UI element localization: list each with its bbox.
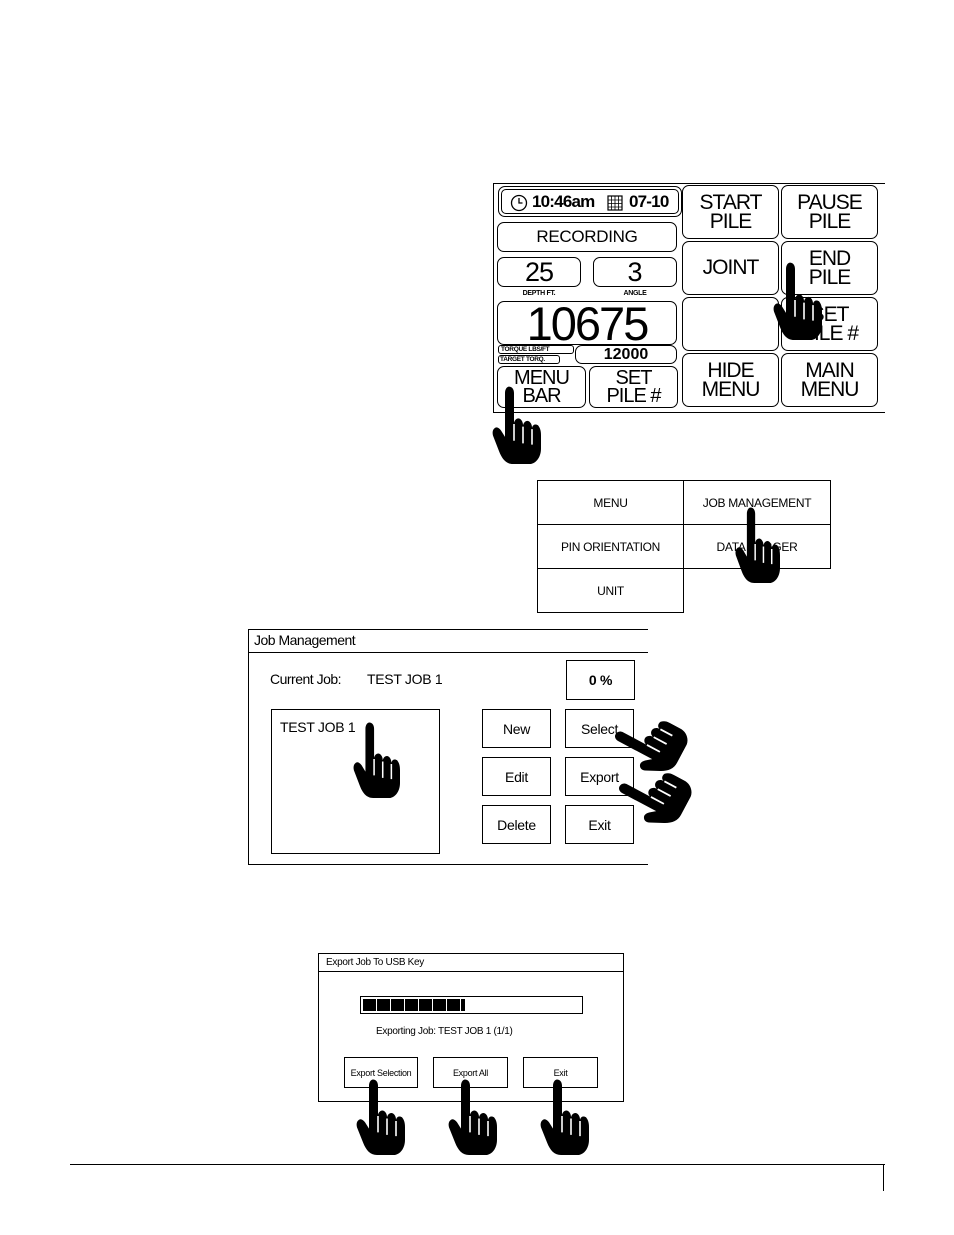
- clock-date-display: 10:46am 07-10: [498, 186, 682, 217]
- pointing-hand-icon: [491, 384, 541, 464]
- target-torque-value: 12000: [575, 345, 677, 364]
- pointing-hand-icon: [447, 1077, 497, 1155]
- job-management-window: Job Management Current Job: TEST JOB 1 0…: [248, 629, 648, 865]
- dialog-title: Export Job To USB Key: [319, 954, 623, 972]
- pointing-hand-icon: [355, 1077, 405, 1155]
- angle-value: 3: [593, 257, 677, 287]
- main-menu-line1: MAIN: [805, 358, 854, 382]
- pointing-hand-icon: [352, 720, 400, 798]
- progress-fill: [363, 999, 465, 1011]
- pause-pile-line1: PAUSE: [797, 190, 863, 214]
- edit-button[interactable]: Edit: [482, 757, 551, 796]
- blank-button[interactable]: [682, 297, 779, 351]
- footer-rule: [70, 1164, 885, 1165]
- menu-item-menu[interactable]: MENU: [537, 480, 684, 525]
- date-text: 07-10: [629, 192, 669, 211]
- footer-tick: [883, 1164, 884, 1191]
- window-title: Job Management: [249, 630, 648, 653]
- start-pile-button[interactable]: START PILE: [682, 185, 779, 239]
- current-job-label: Current Job:: [270, 671, 342, 687]
- set-pile-line2: PILE #: [606, 385, 661, 407]
- progress-percent: 0 %: [566, 660, 635, 700]
- delete-button[interactable]: Delete: [482, 805, 551, 844]
- control-panel: [493, 183, 885, 413]
- export-all-button[interactable]: Export All: [433, 1057, 508, 1088]
- hide-menu-line2: MENU: [701, 378, 761, 401]
- export-selection-button[interactable]: Export Selection: [344, 1057, 418, 1088]
- new-button[interactable]: New: [482, 709, 551, 748]
- end-pile-button[interactable]: END PILE: [781, 241, 878, 295]
- menu-bar-line2: BAR: [522, 385, 561, 407]
- menu-item-unit[interactable]: UNIT: [537, 568, 684, 613]
- job-list[interactable]: TEST JOB 1: [271, 709, 440, 854]
- pause-pile-line2: PILE: [808, 210, 852, 233]
- main-menu-button[interactable]: MAIN MENU: [781, 353, 878, 407]
- joint-button[interactable]: JOINT: [682, 241, 779, 295]
- export-progress-bar: [360, 996, 583, 1014]
- pointing-hand-icon: [772, 260, 822, 340]
- torque-label: TORQUE LBS/FT: [498, 345, 574, 354]
- calendar-icon: [607, 195, 623, 211]
- export-status-text: Exporting Job: TEST JOB 1 (1/1): [376, 1026, 513, 1037]
- end-pile-line2: PILE: [808, 266, 852, 289]
- pointing-hand-icon: [539, 1077, 589, 1155]
- set-pile-line1: SET: [615, 366, 653, 389]
- pointing-hand-icon: [734, 505, 780, 583]
- menu-bar-line1: MENU: [514, 366, 570, 389]
- menu-item-pin-orientation[interactable]: PIN ORIENTATION: [537, 524, 684, 569]
- torque-value: 10675: [497, 297, 677, 350]
- recording-status: RECORDING: [497, 222, 677, 252]
- list-item[interactable]: TEST JOB 1: [280, 719, 356, 735]
- clock-time: 10:46am: [532, 192, 595, 211]
- exit-button[interactable]: Exit: [565, 805, 634, 844]
- main-menu-line2: MENU: [800, 378, 860, 401]
- start-pile-line2: PILE: [709, 210, 753, 233]
- start-pile-line1: START: [699, 190, 763, 214]
- menu-grid: MENU JOB MANAGEMENT PIN ORIENTATION DATA…: [537, 480, 831, 613]
- angle-label: ANGLE: [623, 289, 647, 297]
- pause-pile-button[interactable]: PAUSE PILE: [781, 185, 878, 239]
- hide-menu-button[interactable]: HIDE MENU: [682, 353, 779, 407]
- current-job-value: TEST JOB 1: [367, 671, 443, 687]
- target-torque-label: TARGET TORQ.: [498, 355, 560, 364]
- depth-value: 25: [497, 257, 581, 287]
- end-pile-line1: END: [808, 246, 851, 270]
- depth-label: DEPTH FT.: [522, 289, 556, 297]
- hide-menu-line1: HIDE: [707, 358, 754, 382]
- clock-icon: [510, 194, 528, 212]
- set-pile-button[interactable]: SET PILE #: [589, 366, 678, 408]
